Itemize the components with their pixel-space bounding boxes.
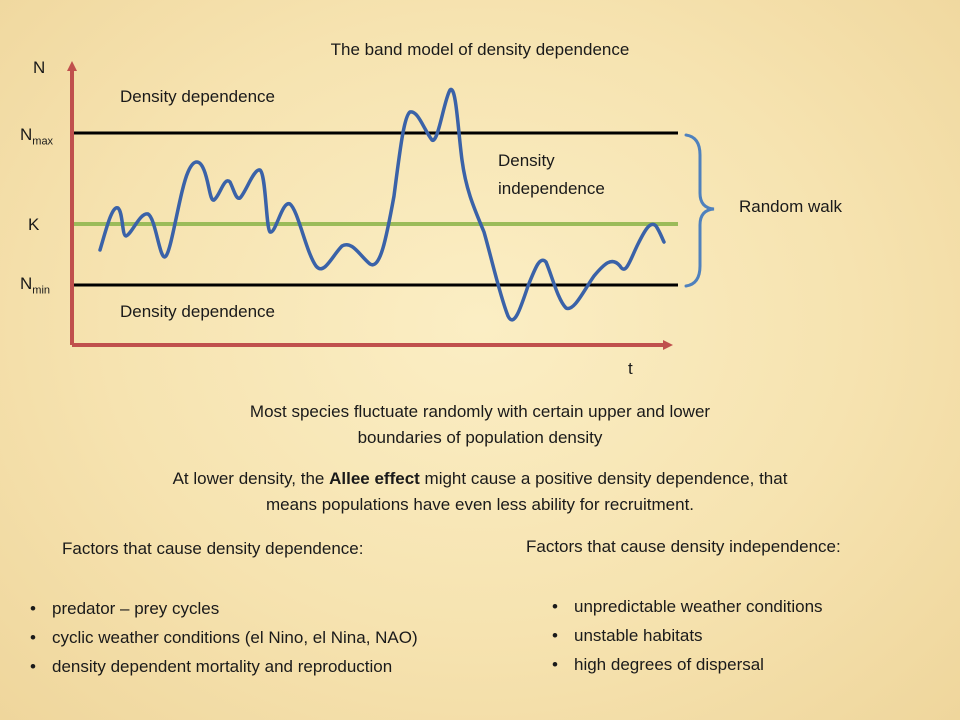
nmax-label-main: N	[20, 125, 33, 144]
x-axis-label: t	[628, 359, 633, 378]
summary-paragraph: Most species fluctuate randomly with cer…	[100, 399, 860, 451]
nmin-label-sub: min	[32, 284, 51, 297]
allee-paragraph: At lower density, the Allee effect might…	[40, 466, 920, 518]
list-item: unstable habitats	[552, 621, 823, 650]
allee-line1-post: might cause a positive density dependenc…	[419, 469, 788, 488]
y-axis-label: N	[33, 58, 46, 77]
list-item: high degrees of dispersal	[552, 650, 823, 679]
allee-line1-pre: At lower density, the	[172, 469, 330, 488]
list-item: unpredictable weather conditions	[552, 592, 823, 621]
allee-effect-term: Allee effect	[329, 469, 420, 488]
independence-factors-heading: Factors that cause density independence:	[526, 537, 841, 556]
dependence-factors-heading: Factors that cause density dependence:	[62, 539, 364, 558]
nmax-label: Nmax	[20, 125, 53, 147]
lower-density-dependence-label: Density dependence	[120, 302, 276, 321]
population-curve	[98, 87, 666, 322]
independence-factors-list: unpredictable weather conditions unstabl…	[552, 592, 823, 679]
list-item: cyclic weather conditions (el Nino, el N…	[30, 623, 418, 652]
summary-line1: Most species fluctuate randomly with cer…	[249, 402, 711, 421]
band-model-diagram	[67, 61, 715, 350]
upper-density-dependence-label: Density dependence	[120, 87, 276, 106]
random-walk-bracket	[684, 133, 715, 288]
list-item: predator – prey cycles	[30, 594, 418, 623]
density-independence-label-line2: independence	[498, 179, 605, 198]
dependence-factors-list: predator – prey cycles cyclic weather co…	[30, 594, 418, 681]
nmax-label-sub: max	[32, 135, 54, 148]
density-independence-label-line1: Density	[498, 151, 555, 170]
allee-line1: At lower density, the Allee effect might…	[40, 466, 920, 492]
allee-line2: means populations have even less ability…	[265, 495, 695, 514]
k-label: K	[28, 215, 40, 234]
summary-line2: boundaries of population density	[357, 428, 603, 447]
diagram-title: The band model of density dependence	[330, 40, 630, 59]
nmin-label-main: N	[20, 274, 33, 293]
random-walk-label: Random walk	[739, 197, 842, 216]
nmin-label: Nmin	[20, 274, 50, 296]
list-item: density dependent mortality and reproduc…	[30, 652, 418, 681]
